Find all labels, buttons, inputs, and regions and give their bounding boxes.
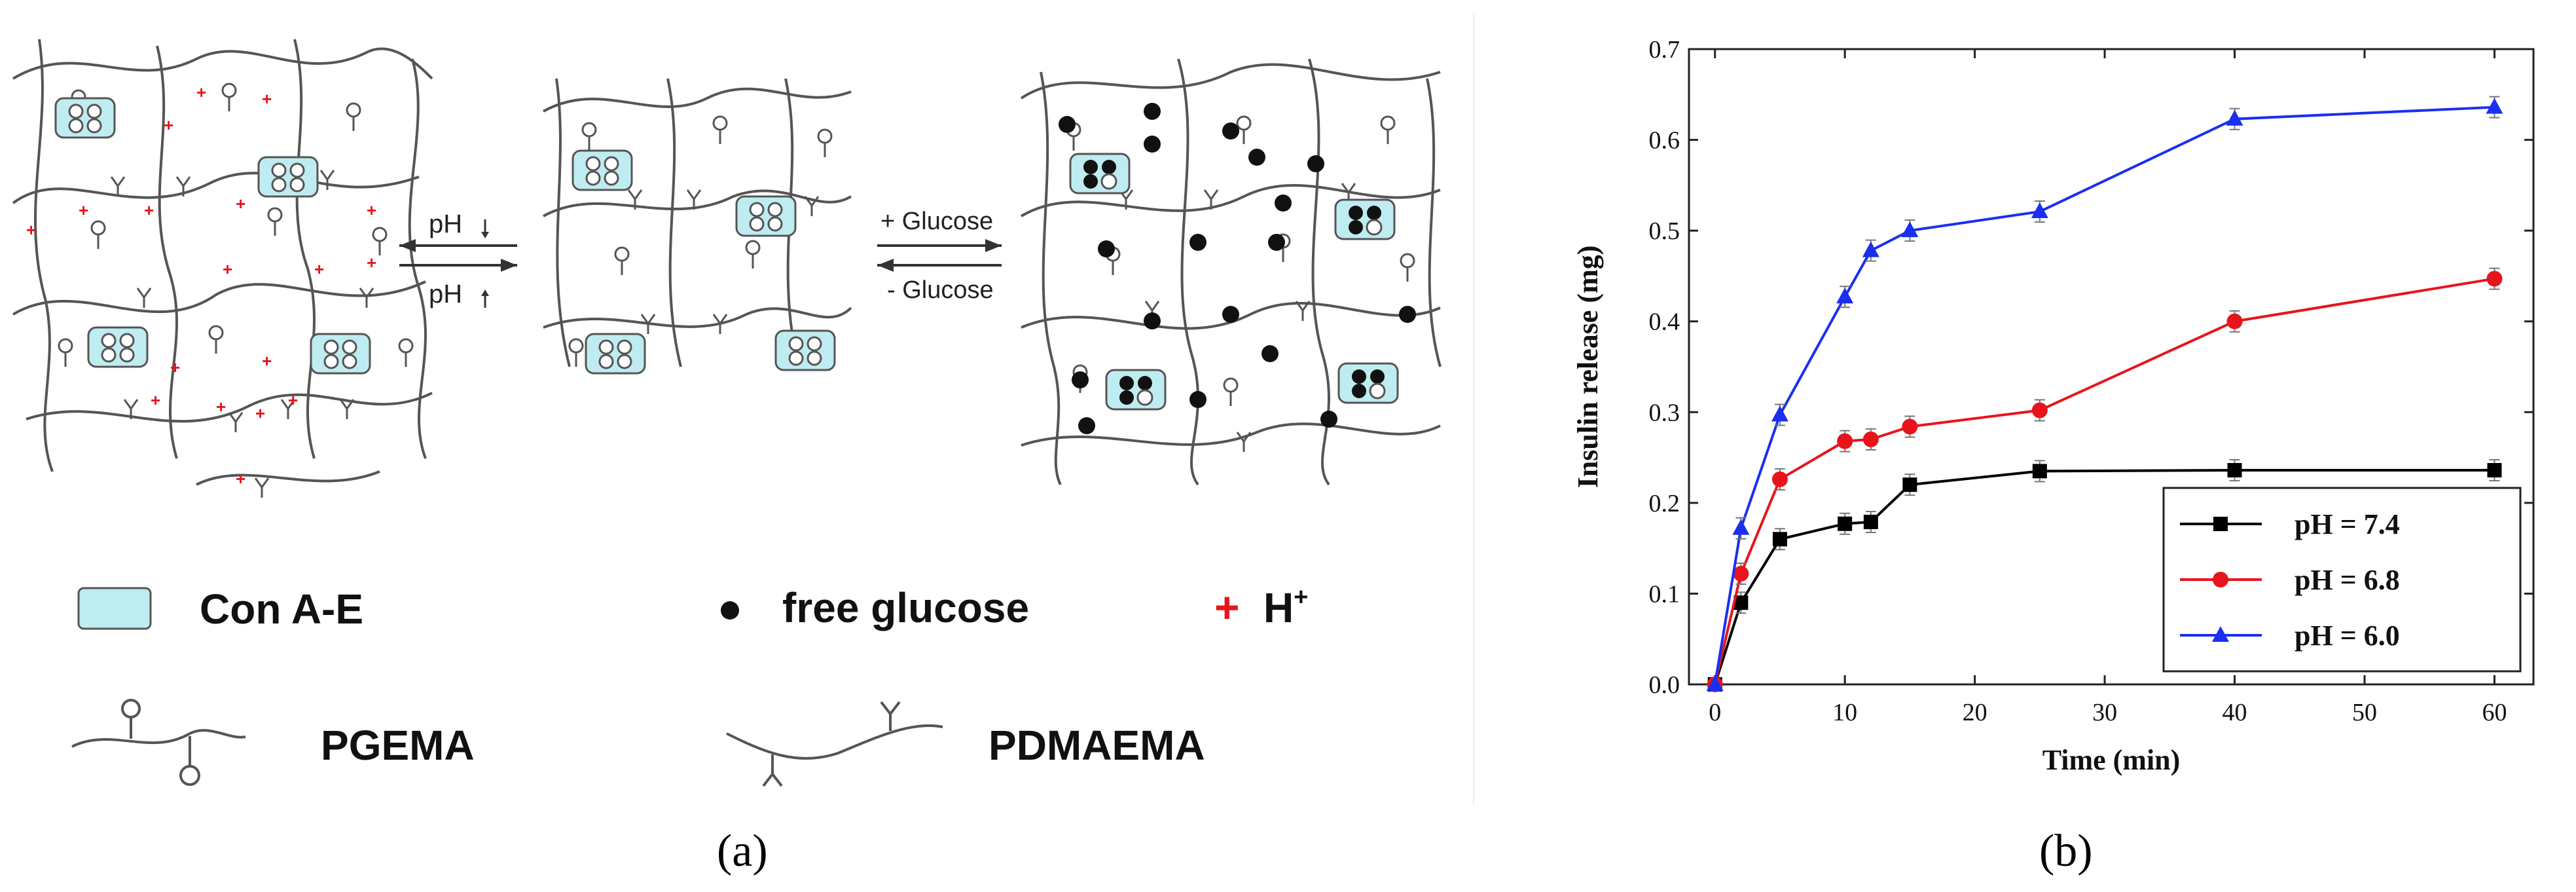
- legend-marker-3: [2212, 626, 2229, 642]
- svg-text:+: +: [216, 397, 226, 417]
- data-point-2: [1733, 565, 1749, 582]
- data-point-3: [2031, 202, 2048, 219]
- y-tick-label: 0.1: [1649, 580, 1680, 608]
- ph-down-label: pH: [429, 210, 462, 238]
- svg-text:+: +: [236, 194, 245, 214]
- data-point-1: [1772, 532, 1787, 547]
- network-neutral: [543, 78, 852, 367]
- free-glucose-swatch: [721, 601, 739, 620]
- schematic-legend: [71, 587, 943, 787]
- data-point-2: [1902, 418, 1918, 435]
- x-tick-label: 60: [2482, 699, 2507, 726]
- y-tick-label: 0.7: [1649, 36, 1680, 64]
- svg-text:+: +: [262, 351, 272, 371]
- panel-a-label: (a): [717, 826, 768, 876]
- x-tick-label: 0: [1709, 699, 1721, 726]
- svg-text:+: +: [26, 220, 36, 240]
- data-point-2: [2486, 270, 2503, 287]
- pgema-icon: [71, 729, 246, 748]
- panel-divider: [1473, 13, 1474, 806]
- data-point-1: [2032, 464, 2047, 479]
- con-a-e-swatch: [77, 587, 152, 630]
- legend-entry-1: pH = 7.4: [2295, 508, 2400, 540]
- y-tick-label: 0.5: [1649, 217, 1680, 245]
- data-point-3: [2486, 98, 2503, 114]
- con-a-e-label: Con A-E: [200, 585, 363, 633]
- svg-text:+: +: [367, 253, 376, 272]
- x-tick-label: 10: [1832, 699, 1857, 726]
- y-tick-label: 0.4: [1649, 308, 1680, 336]
- svg-text:+: +: [236, 469, 245, 489]
- data-point-2: [1862, 431, 1879, 447]
- h-plus-symbol: +: [1214, 583, 1240, 631]
- plot-frame: [1688, 48, 2535, 686]
- legend-marker-2: [2213, 572, 2228, 587]
- x-tick-label: 50: [2352, 699, 2377, 726]
- data-point-1: [1902, 477, 1917, 492]
- y-axis-label: Insulin release (mg): [1572, 246, 1604, 489]
- data-point-3: [1862, 241, 1879, 257]
- data-point-3: [1706, 675, 1724, 691]
- ph-up-label: pH: [429, 280, 462, 308]
- pdmaema-label: PDMAEMA: [989, 722, 1205, 769]
- x-axis-label: Time (min): [2042, 744, 2181, 776]
- panel-a-schematic: + + + + + + + + + + + + + + + + + + pH pH: [12, 39, 1442, 876]
- x-tick-label: 40: [2222, 699, 2247, 726]
- svg-text:+: +: [223, 259, 232, 279]
- x-tick-label: 20: [1963, 699, 1987, 726]
- svg-text:+: +: [367, 200, 376, 220]
- h-plus-label: H+: [1263, 584, 1308, 631]
- pgema-label: PGEMA: [321, 722, 475, 769]
- minus-glucose-label: - Glucose: [887, 276, 994, 304]
- data-point-1: [1863, 514, 1878, 529]
- svg-text:+: +: [314, 259, 324, 279]
- data-point-3: [1732, 519, 1750, 535]
- y-tick-label: 0.2: [1649, 490, 1680, 517]
- data-point-3: [1836, 288, 1854, 304]
- plus-glucose-label: + Glucose: [880, 208, 993, 235]
- data-point-1: [2227, 462, 2242, 477]
- ph-equilibrium-arrows: [399, 219, 517, 308]
- svg-text:+: +: [196, 83, 206, 102]
- data-point-3: [2226, 109, 2243, 126]
- insulin-release-chart: 0 10 20 30 40 50 60 0.0 0.1 0.2 0.3 0.4 0.5 0.6 0.7Tim…: [1572, 36, 2535, 776]
- svg-text:+: +: [151, 390, 160, 410]
- data-point-2: [1771, 471, 1788, 487]
- y-tick-label: 0.3: [1649, 399, 1680, 426]
- data-point-2: [1837, 433, 1853, 449]
- svg-text:+: +: [262, 89, 272, 109]
- pdmaema-icon: [726, 724, 943, 760]
- svg-text:+: +: [288, 390, 298, 410]
- network-glucose: [1020, 58, 1442, 486]
- legend-marker-1: [2213, 517, 2228, 531]
- glucose-equilibrium-arrows: [877, 239, 1002, 272]
- svg-text:+: +: [170, 358, 180, 377]
- legend-entry-2: pH = 6.8: [2295, 564, 2400, 596]
- y-tick-label: 0.0: [1649, 671, 1680, 699]
- svg-text:+: +: [79, 200, 88, 220]
- data-point-3: [1901, 221, 1919, 238]
- data-point-2: [2226, 313, 2243, 329]
- network-acidic: [12, 39, 433, 486]
- panel-b-label: (b): [2039, 826, 2093, 876]
- data-point-1: [1838, 516, 1853, 531]
- y-tick-label: 0.6: [1649, 127, 1680, 155]
- hydrogel-schematic: + + + + + + + + + + + + + + + + + + pH pH: [12, 39, 1442, 787]
- x-tick-label: 30: [2092, 699, 2117, 726]
- data-point-1: [1733, 595, 1749, 610]
- svg-text:+: +: [144, 200, 154, 220]
- svg-text:+: +: [164, 115, 173, 135]
- data-point-2: [2031, 402, 2048, 418]
- legend-entry-3: pH = 6.0: [2295, 620, 2400, 652]
- free-glucose-label: free glucose: [782, 584, 1029, 631]
- data-point-3: [1771, 405, 1788, 422]
- data-point-1: [2487, 462, 2502, 477]
- svg-text:+: +: [255, 403, 265, 423]
